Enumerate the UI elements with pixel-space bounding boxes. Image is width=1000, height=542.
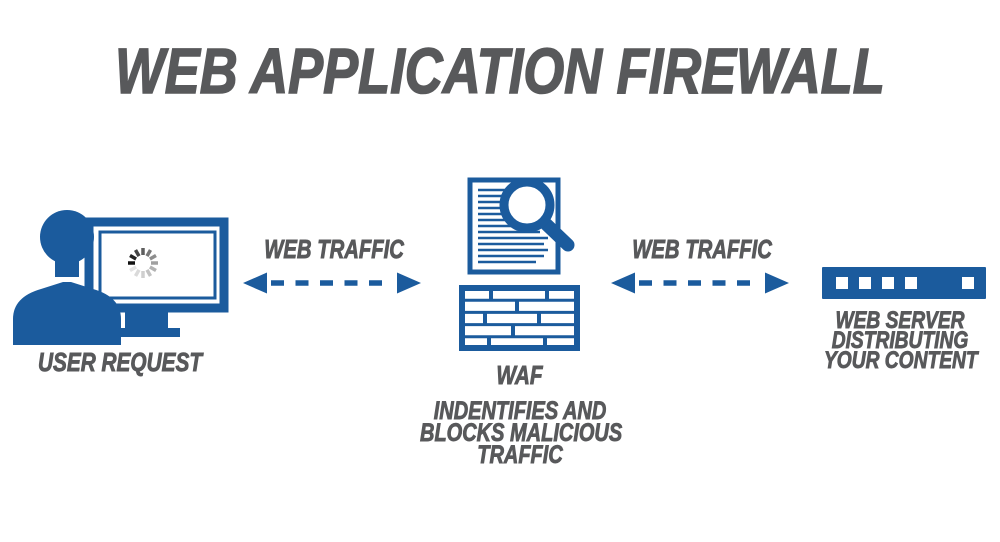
firewall-brick-wall-icon [459, 285, 580, 351]
waf-caption-line: BLOCKS MALICIOUS [420, 419, 623, 447]
document-inspection-icon [467, 177, 575, 275]
waf-caption-line: INDENTIFIES AND [433, 397, 607, 425]
waf-caption-line: TRAFFIC [477, 441, 563, 469]
web-server-label-line: DISTRIBUTING [831, 327, 969, 354]
web-server-label-line: WEB SERVER [835, 307, 965, 334]
web-server-icon [822, 267, 986, 299]
monitor-icon [84, 217, 229, 337]
web-server-label: WEB SERVER DISTRIBUTING YOUR CONTENT [824, 307, 978, 374]
user-request-label: USER REQUEST [37, 347, 203, 378]
web-server-label-line: YOUR CONTENT [824, 347, 978, 374]
dashed-double-arrow-left-icon [243, 272, 421, 294]
waf-label: WAF [496, 360, 543, 391]
waf-caption: INDENTIFIES AND BLOCKS MALICIOUS TRAFFIC [420, 397, 623, 469]
web-traffic-left-label: WEB TRAFFIC [264, 234, 404, 265]
loading-spinner-icon [128, 248, 158, 278]
page-title: WEB APPLICATION FIREWALL [115, 35, 886, 107]
user-at-monitor-loading-icon [13, 210, 229, 345]
dashed-double-arrow-right-icon [611, 272, 789, 294]
person-silhouette [13, 210, 121, 345]
web-traffic-right-label: WEB TRAFFIC [632, 234, 772, 265]
magnifier-icon [499, 177, 575, 252]
